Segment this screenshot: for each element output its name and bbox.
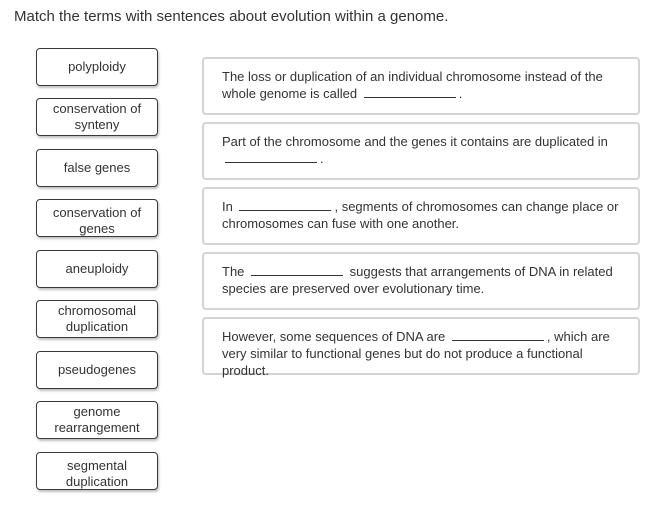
term-aneuploidy[interactable]: aneuploidy xyxy=(36,250,158,288)
sentence-text-before: The loss or duplication of an individual… xyxy=(222,69,603,101)
answer-blank xyxy=(239,199,332,211)
sentence-text-before: The xyxy=(222,264,245,279)
term-label: pseudogenes xyxy=(57,362,137,377)
sentence-target-1[interactable]: The loss or duplication of an individual… xyxy=(202,57,640,115)
sentence-text-after: . xyxy=(320,151,324,166)
term-label: conservation of synteny xyxy=(52,101,142,132)
term-chromosomal-duplication[interactable]: chromosomal duplication xyxy=(36,300,158,338)
term-label: conservation of genes xyxy=(52,205,142,236)
sentence-text-after: suggests that arrangements of DNA in rel… xyxy=(222,264,613,296)
sentence-target-5[interactable]: However, some sequences of DNA are , whi… xyxy=(202,317,640,378)
term-polyploidy[interactable]: polyploidy xyxy=(36,48,158,86)
term-segmental-duplication[interactable]: segmental duplication xyxy=(36,452,158,490)
term-label: genome rearrangement xyxy=(54,404,140,435)
answer-blank xyxy=(251,264,344,276)
sentence-text-before: However, some sequences of DNA are xyxy=(222,329,446,344)
term-false-genes[interactable]: false genes xyxy=(36,149,158,187)
term-label: polyploidy xyxy=(68,59,126,74)
sentence-target-3[interactable]: In , segments of chromosomes can change … xyxy=(202,187,640,245)
sentence-text-before: In xyxy=(222,199,233,214)
answer-blank xyxy=(363,86,456,98)
answer-blank xyxy=(451,329,544,341)
sentence-text-after: , segments of chromosomes can change pla… xyxy=(222,199,619,231)
sentence-target-2[interactable]: Part of the chromosome and the genes it … xyxy=(202,122,640,180)
term-genome-rearrangement[interactable]: genome rearrangement xyxy=(36,401,158,439)
term-conservation-of-genes[interactable]: conservation of genes xyxy=(36,199,158,237)
term-conservation-of-synteny[interactable]: conservation of synteny xyxy=(36,98,158,136)
sentence-text-before: Part of the chromosome and the genes it … xyxy=(222,134,608,149)
answer-blank xyxy=(225,151,317,163)
instruction-text: Match the terms with sentences about evo… xyxy=(14,8,449,25)
term-pseudogenes[interactable]: pseudogenes xyxy=(36,351,158,389)
sentence-text-after: . xyxy=(458,86,463,101)
sentence-text-after: , which are very similar to functional g… xyxy=(222,329,610,378)
term-label: segmental duplication xyxy=(65,458,129,489)
term-label: chromosomal duplication xyxy=(57,303,137,334)
term-label: aneuploidy xyxy=(65,261,129,276)
sentence-target-4[interactable]: The suggests that arrangements of DNA in… xyxy=(202,252,640,310)
term-label: false genes xyxy=(63,160,131,175)
